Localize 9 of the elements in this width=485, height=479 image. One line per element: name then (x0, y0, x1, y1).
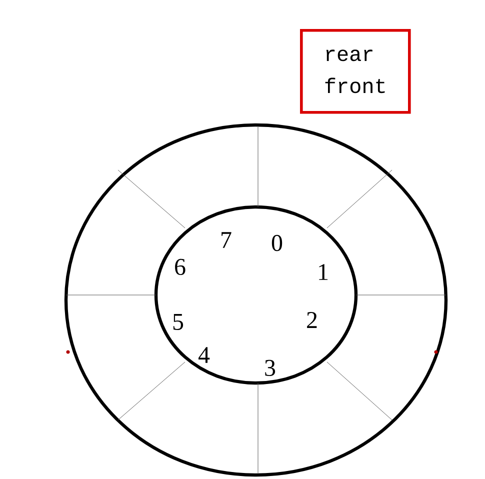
slot-number: 0 (272, 234, 282, 252)
slot-number: 3 (265, 360, 276, 376)
slot-number: 2 (307, 312, 317, 328)
text-box: rear front (300, 29, 411, 114)
slot-number: 5 (173, 314, 184, 330)
slot-number: 4 (198, 347, 210, 363)
slot-number: 7 (222, 232, 232, 248)
slot-number: 6 (175, 258, 186, 276)
slot-number: 1 (319, 264, 328, 280)
